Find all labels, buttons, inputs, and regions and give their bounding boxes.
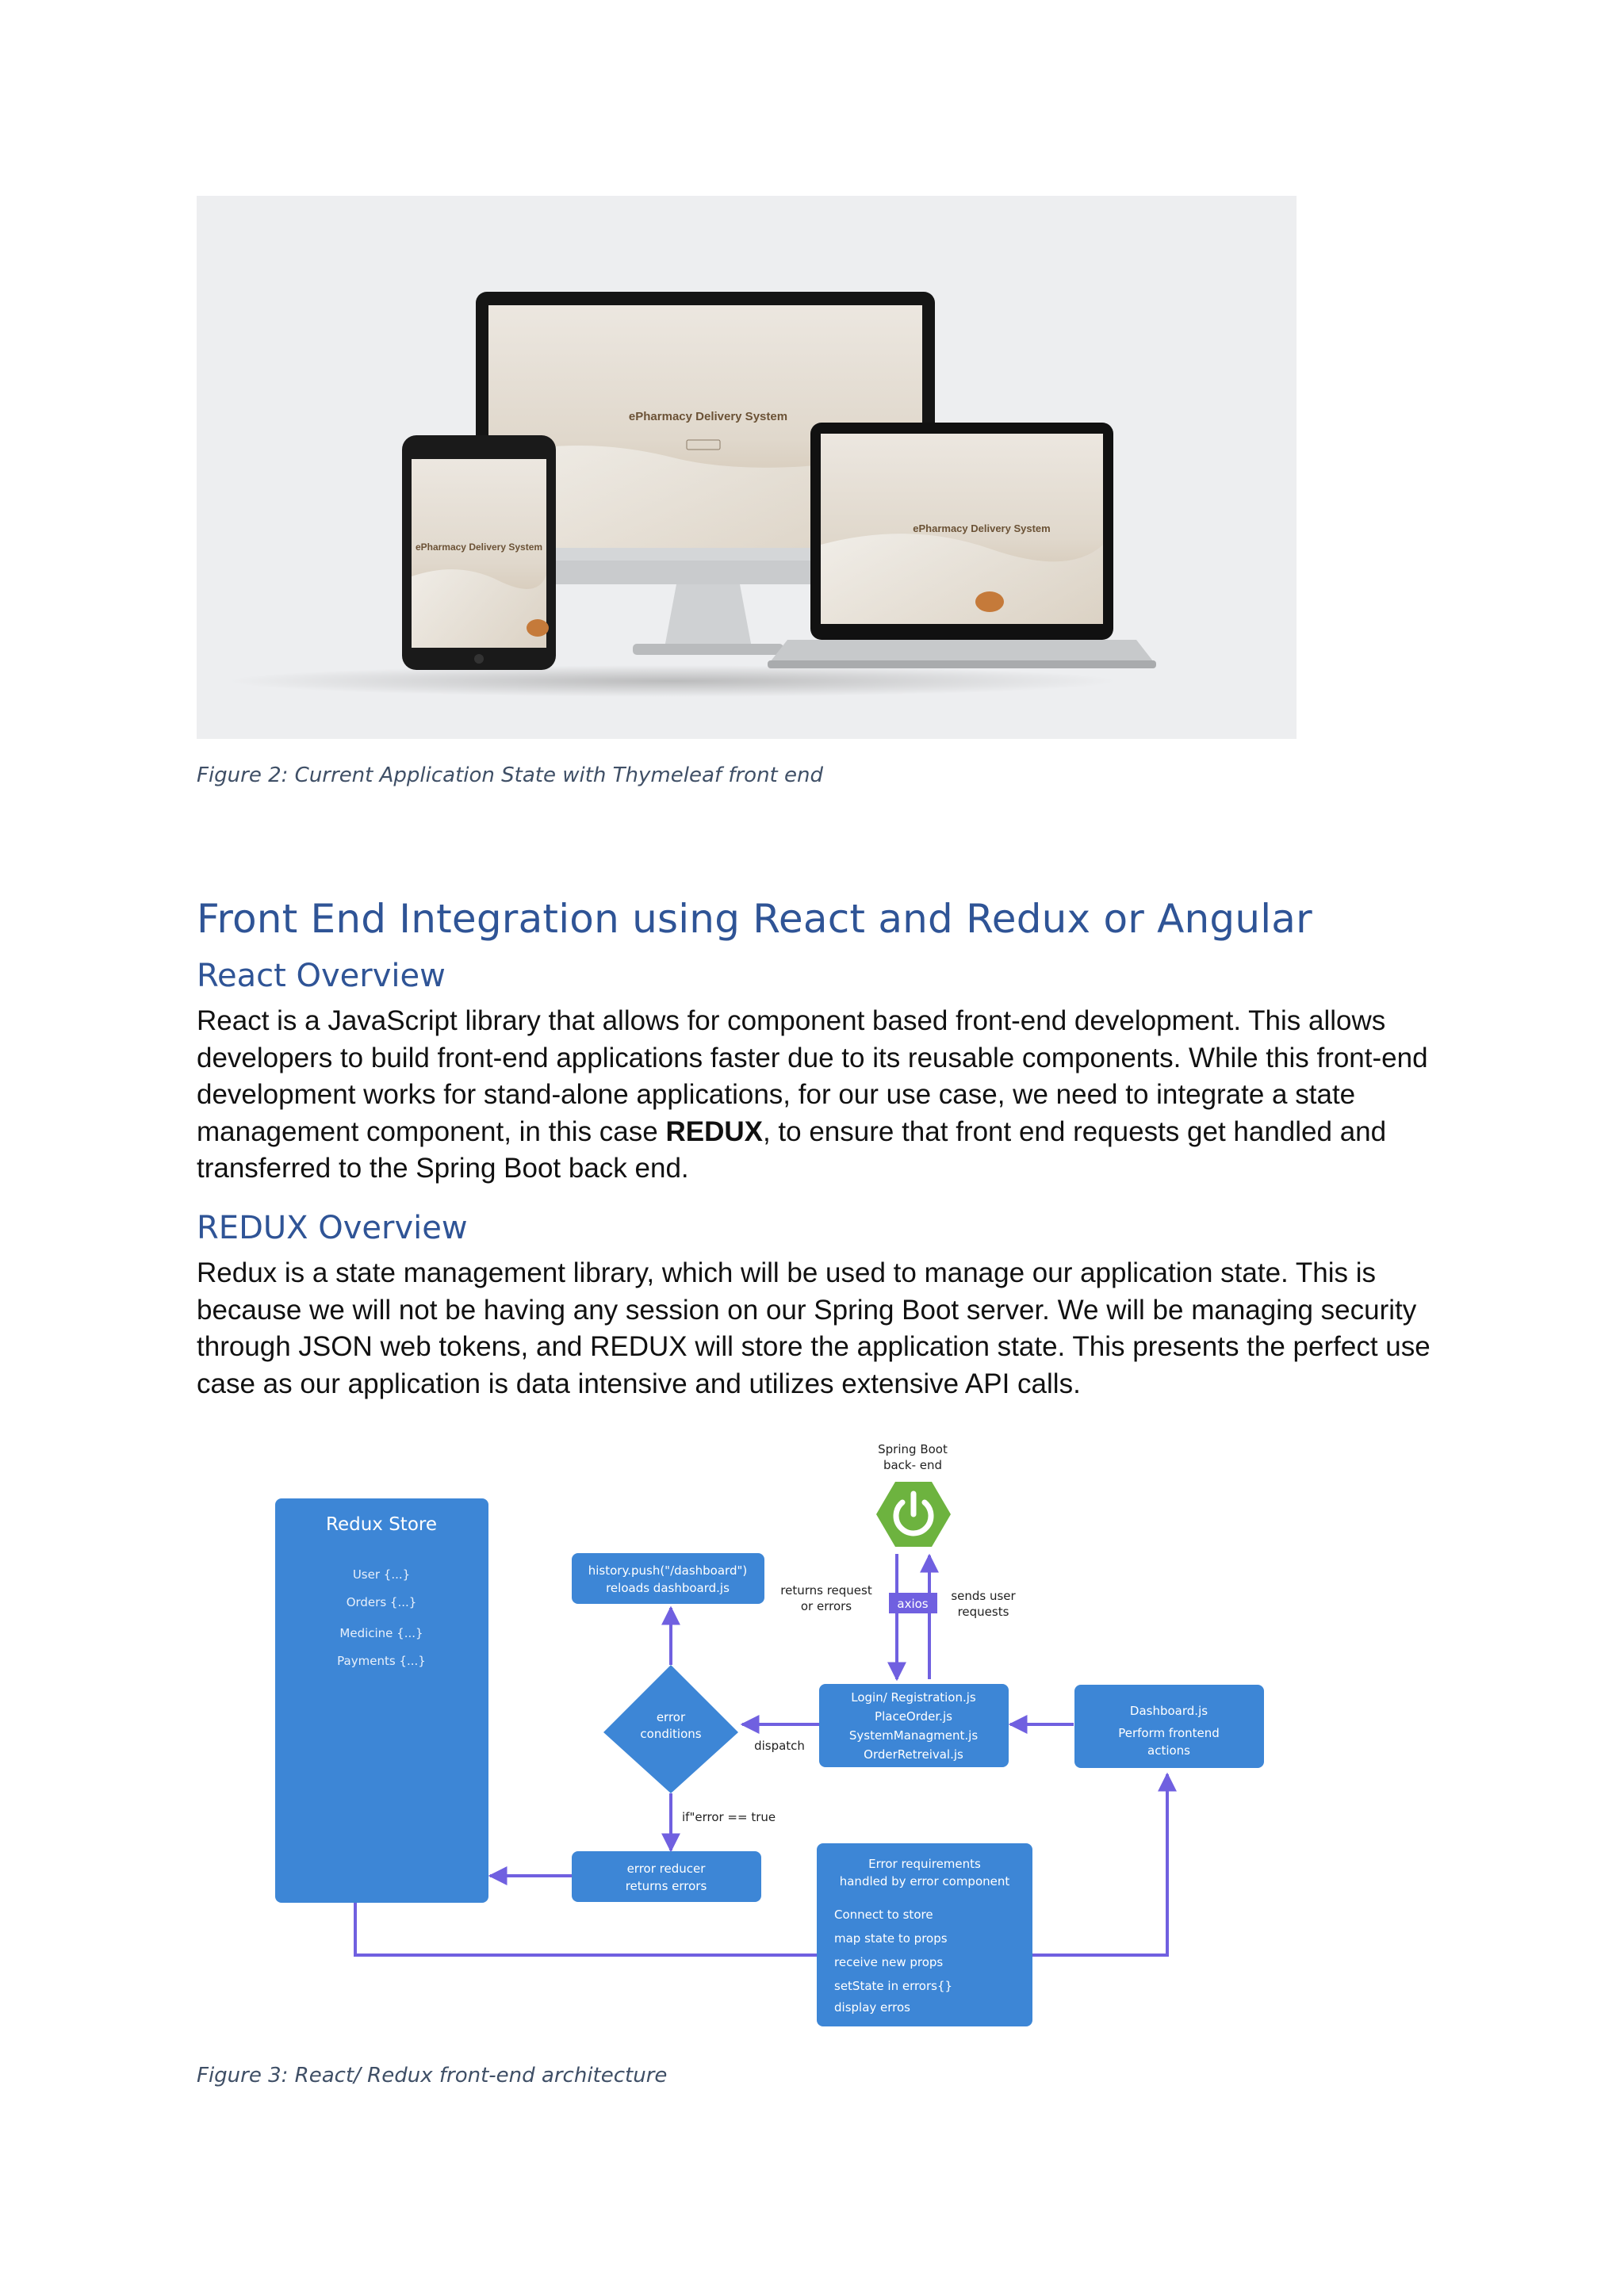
error-item-receive-props: receive new props [834, 1955, 943, 1969]
device-mockup-illustration: ePharmacy Delivery System ePharmacy Deli… [228, 292, 1156, 697]
spring-boot-icon [876, 1482, 951, 1547]
error-reducer-box [572, 1851, 761, 1902]
components-box [819, 1684, 1009, 1767]
returns-label-2: or errors [801, 1599, 852, 1613]
react-overview-paragraph: React is a JavaScript library that allow… [197, 1003, 1434, 1188]
returns-label-1: returns request [780, 1583, 872, 1598]
react-text-part-2: , to ensure that front end requests get … [197, 1115, 1387, 1184]
store-item-orders: Orders {...} [347, 1595, 417, 1609]
redux-store-box [275, 1498, 488, 1903]
tablet: ePharmacy Delivery System [402, 435, 556, 670]
store-item-payments: Payments {...} [337, 1654, 426, 1668]
redux-overview-title: REDUX Overview [197, 1210, 468, 1246]
error-item-connect: Connect to store [834, 1908, 933, 1922]
decision-line-1: error [657, 1710, 686, 1724]
tablet-screen-title: ePharmacy Delivery System [416, 541, 542, 553]
component-login: Login/ Registration.js [851, 1690, 976, 1705]
component-placeorder: PlaceOrder.js [875, 1709, 952, 1724]
axios-badge [889, 1593, 937, 1613]
dashboard-line-2: Perform frontend [1118, 1726, 1220, 1740]
dashboard-line-1: Dashboard.js [1130, 1704, 1208, 1718]
if-error-label: if"error == true [682, 1810, 776, 1824]
laptop-screen-title: ePharmacy Delivery System [913, 522, 1050, 534]
reducer-line-2: returns errors [626, 1879, 707, 1893]
dispatch-label: dispatch [754, 1739, 805, 1753]
react-text-part-1: React is a JavaScript library that allow… [197, 1005, 1428, 1147]
error-item-map-state: map state to props [834, 1931, 948, 1946]
bottom-loop-line [354, 1772, 1177, 1957]
desktop-screen-title: ePharmacy Delivery System [629, 410, 787, 423]
sends-label-2: requests [958, 1605, 1009, 1619]
error-item-setstate: setState in errors{} [834, 1979, 952, 1993]
redux-store-title: Redux Store [326, 1514, 437, 1535]
axios-label: axios [897, 1597, 928, 1611]
figure-3-diagram: Spring Boot back- end returns request or… [238, 1427, 1285, 2042]
redux-overview-paragraph: Redux is a state management library, whi… [197, 1257, 1431, 1399]
store-item-user: User {...} [353, 1567, 410, 1582]
reducer-line-1: error reducer [627, 1862, 707, 1876]
history-line-1: history.push("/dashboard") [588, 1563, 747, 1578]
store-item-medicine: Medicine {...} [339, 1626, 423, 1640]
sends-label-1: sends user [951, 1589, 1016, 1603]
dashboard-line-3: actions [1147, 1743, 1190, 1758]
spring-label-2: back- end [883, 1458, 942, 1472]
react-overview-title: React Overview [197, 958, 446, 994]
figure-2-image: ePharmacy Delivery System ePharmacy Deli… [197, 196, 1297, 739]
error-box-title-1: Error requirements [868, 1857, 981, 1871]
error-component-box [817, 1843, 1032, 2026]
section-heading: Front End Integration using React and Re… [197, 896, 1312, 942]
error-conditions-diamond [603, 1665, 738, 1793]
figure-2-caption: Figure 2: Current Application State with… [197, 763, 823, 787]
spring-label-1: Spring Boot [878, 1442, 948, 1456]
error-item-display: display erros [834, 2000, 910, 2015]
component-systemmanagment: SystemManagment.js [849, 1728, 978, 1743]
figure-3-caption: Figure 3: React/ Redux front-end archite… [197, 2064, 668, 2087]
error-box-title-2: handled by error component [840, 1874, 1010, 1888]
architecture-diagram: Spring Boot back- end returns request or… [275, 1442, 1264, 2026]
history-box [572, 1553, 764, 1604]
decision-line-2: conditions [640, 1727, 701, 1741]
react-text-bold: REDUX [665, 1115, 763, 1147]
dashboard-box [1074, 1685, 1264, 1768]
history-line-2: reloads dashboard.js [606, 1581, 730, 1595]
connector-lines [354, 1553, 1177, 1957]
component-orderretreival: OrderRetreival.js [864, 1747, 963, 1762]
power-icon [893, 1490, 934, 1536]
laptop: ePharmacy Delivery System [768, 423, 1156, 668]
